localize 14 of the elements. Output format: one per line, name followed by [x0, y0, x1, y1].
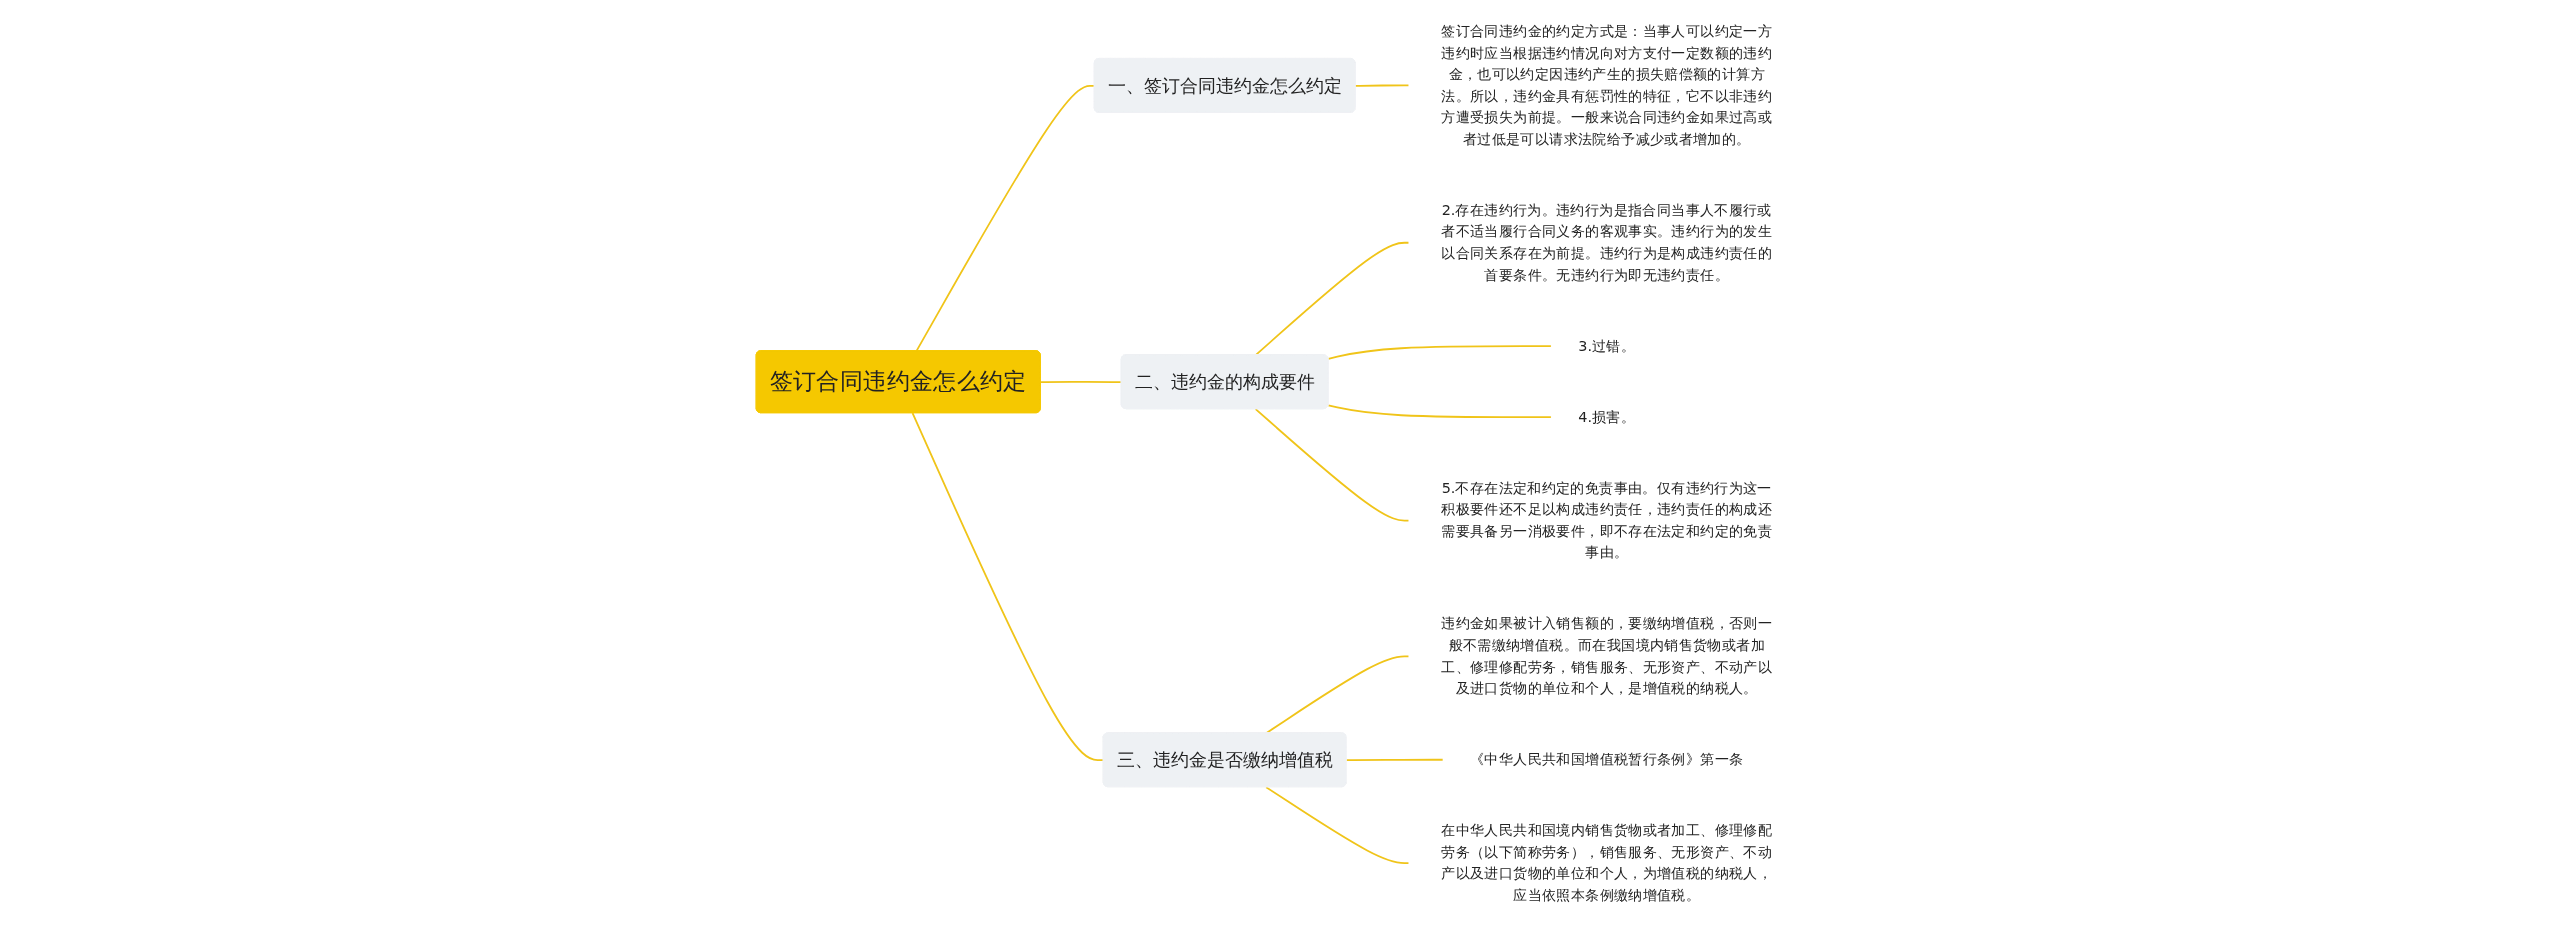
node-text: 违约金如果被计入销售额的，要缴纳增值税，否则一般不需缴纳增值税。而在我国境内销售货物或者加工、修理修配劳务，销售服务、无形资产、不动产以及进口货物的单位和个人，是增值税的纳税人。 — [1440, 614, 1772, 697]
node-text: 5.不存在法定和约定的免责事由。仅有违约行为这一积极要件还不足以构成违约责任，违约责任的构成还需要具备另一消极要件，即不存在法定和约定的免责事由。 — [1440, 479, 1772, 562]
connector — [1327, 404, 1552, 419]
connector — [1264, 786, 1410, 865]
node-text: 3.过错。 — [1577, 337, 1635, 355]
connector — [1345, 758, 1444, 762]
connector — [1354, 84, 1410, 87]
node-text: 签订合同违约金的约定方式是：当事人可以约定一方违约时应当根据违约情况向对方支付一定数额的违约金，也可以约定因违约产生的损失赔偿额的计算方法。所以，违约金具有惩罚性的特征，它不以非违约方遭受损失为前提。一般来说合同违约金如果过高或者过低是可以请求法院给予减少或者增加的。 — [1440, 22, 1772, 148]
node-text: 《中华人民共和国增值税暂行条例》第一条 — [1469, 750, 1744, 768]
node-text: 4.损害。 — [1577, 408, 1635, 426]
connector — [1327, 345, 1552, 360]
node-text: 2.存在违约行为。违约行为是指合同当事人不履行或者不适当履行合同义务的客观事实。违约行为的发生以合同关系存在为前提。违约行为是构成违约责任的首要条件。无违约行为即无违约责任。 — [1440, 201, 1772, 284]
node-text: 在中华人民共和国境内销售货物或者加工、修理修配劳务（以下简称劳务），销售服务、无形资产、不动产以及进口货物的单位和个人，为增值税的纳税人，应当依照本条例缴纳增值税。 — [1440, 821, 1772, 904]
connector — [1254, 408, 1410, 522]
